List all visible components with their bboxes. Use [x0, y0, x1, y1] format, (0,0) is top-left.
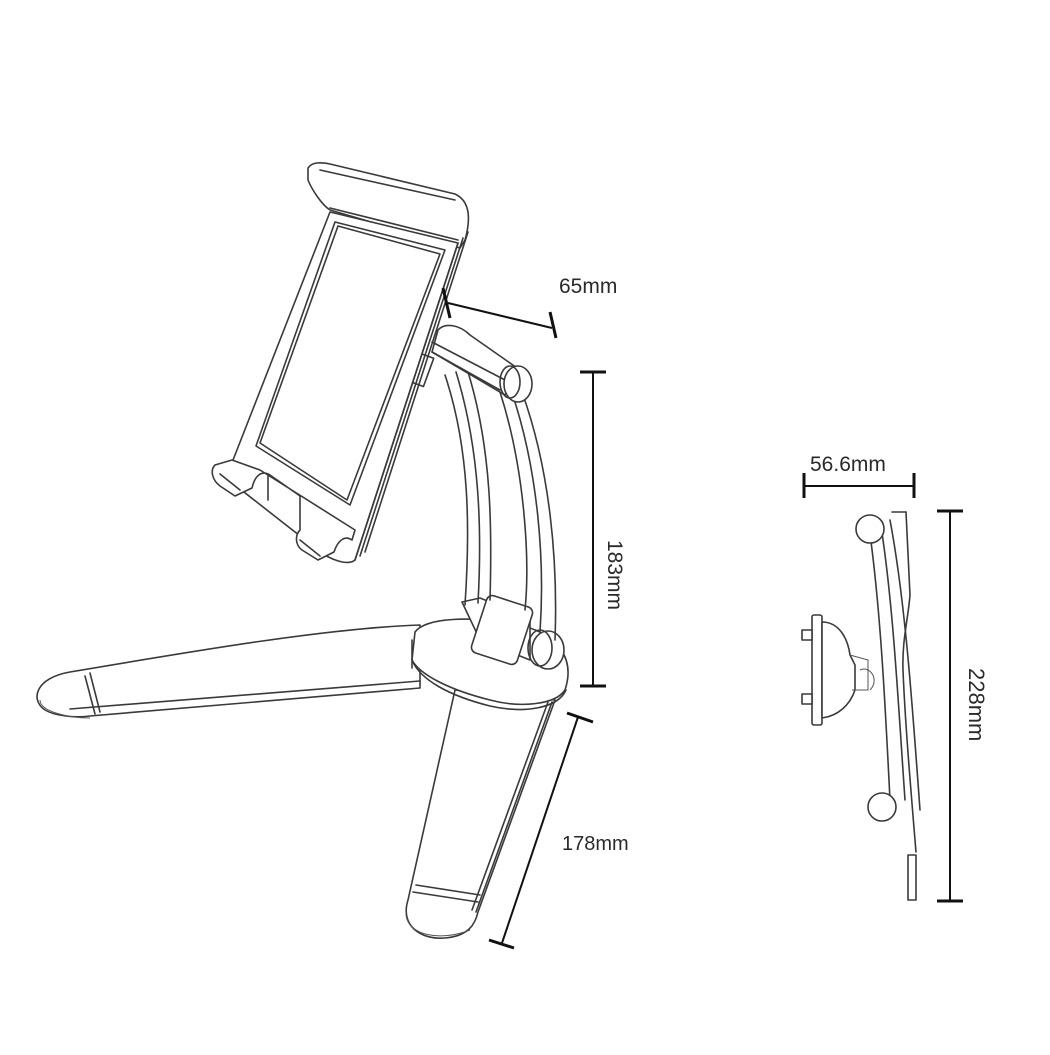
dim-228mm [937, 509, 963, 903]
dim-56-6mm [802, 473, 916, 498]
label-178mm: 178mm [562, 833, 629, 855]
dim-183mm [580, 370, 606, 688]
dim-65mm [441, 287, 558, 339]
upper-hinge [409, 324, 533, 403]
label-228mm: 228mm [964, 668, 989, 742]
perspective-view [36, 162, 606, 950]
down-leg [405, 689, 556, 939]
curved-arm [444, 371, 557, 641]
dim-178mm [488, 711, 594, 950]
left-foot-leg [36, 624, 421, 719]
side-view [801, 473, 963, 903]
label-183mm: 183mm [603, 540, 626, 611]
tablet-clamp [211, 162, 470, 564]
label-56-6mm: 56.6mm [810, 453, 886, 476]
label-65mm: 65mm [559, 275, 618, 298]
